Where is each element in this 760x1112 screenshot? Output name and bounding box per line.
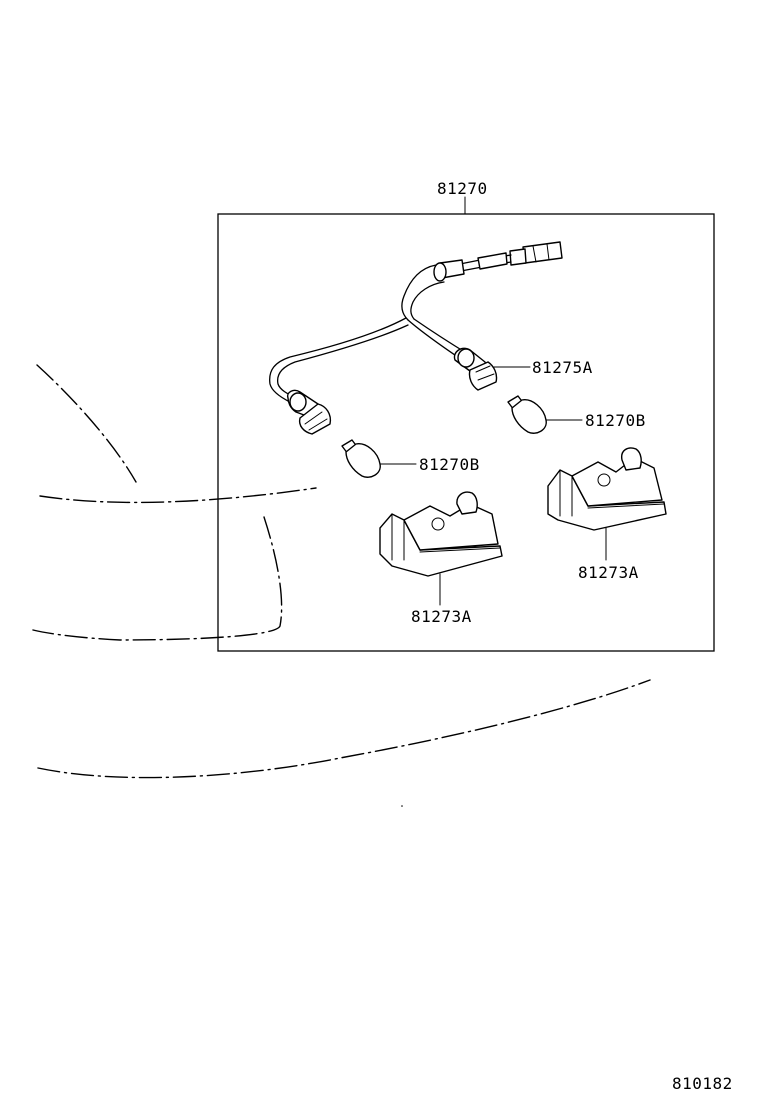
wire-harness xyxy=(269,241,563,403)
figure-code: 810182 xyxy=(672,1074,733,1093)
bulb-right xyxy=(507,395,547,434)
lens-label-right: 81273A xyxy=(578,563,639,582)
socket-left xyxy=(287,389,332,435)
lens-housing-right xyxy=(547,447,667,531)
bulb-label-right: 81270B xyxy=(585,411,646,430)
assembly-label: 81270 xyxy=(437,179,488,198)
assembly-frame xyxy=(217,213,715,652)
lens-label-left: 81273A xyxy=(411,607,472,626)
bulb-left xyxy=(341,439,381,478)
speck xyxy=(401,805,403,807)
socket-right xyxy=(453,347,498,391)
socket-label: 81275A xyxy=(532,358,593,377)
lens-housing-left xyxy=(379,491,503,577)
vehicle-body-outline xyxy=(32,364,651,779)
bulb-label-left: 81270B xyxy=(419,455,480,474)
